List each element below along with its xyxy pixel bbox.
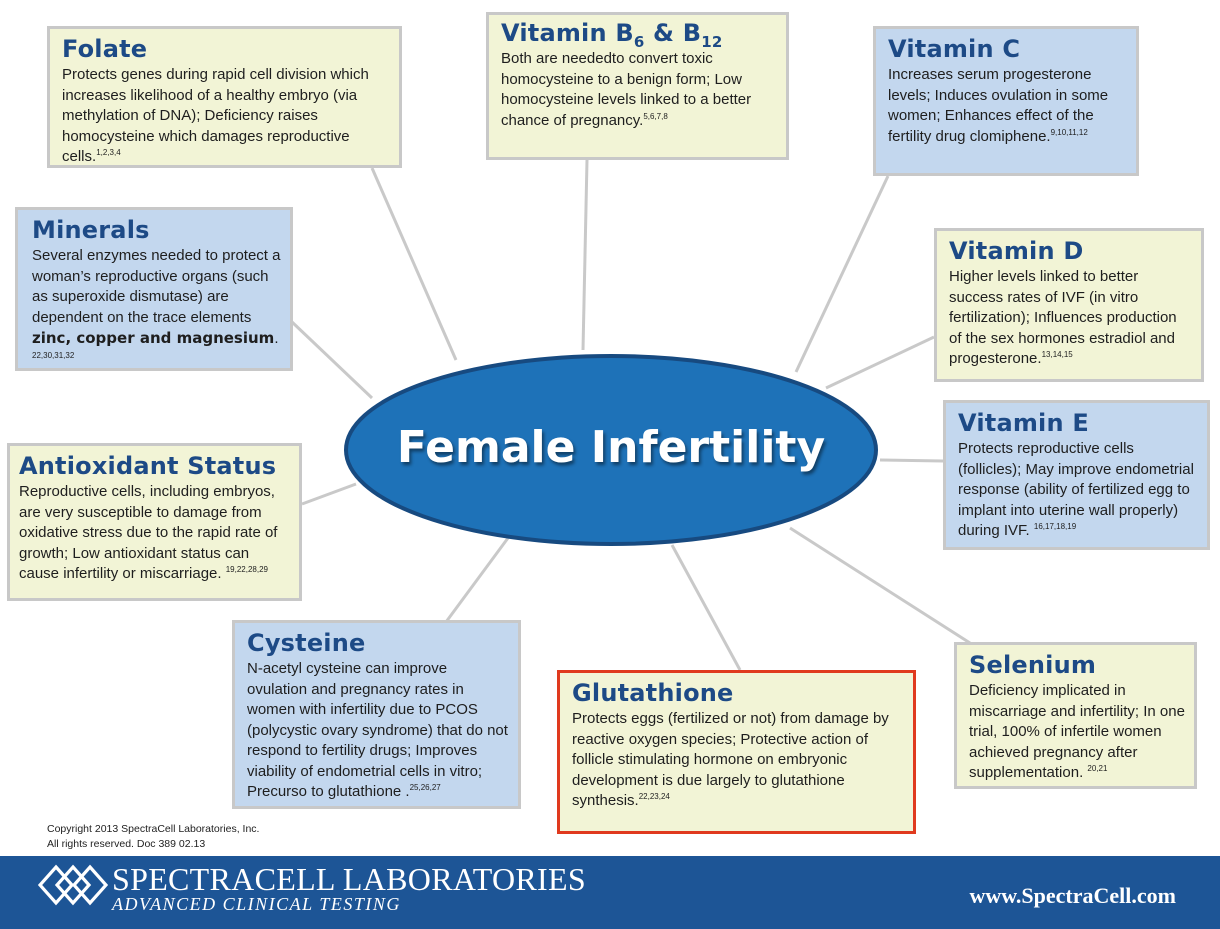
glutathione-text: Protects eggs (fertilized or not) from d… [572, 710, 889, 809]
minerals-text: Several enzymes needed to protect a woma… [32, 247, 281, 360]
connector-vitamin-d [825, 335, 935, 390]
cysteine-text: N-acetyl cysteine can improve ovulation … [247, 660, 508, 800]
connector-folate [370, 167, 458, 361]
website-link[interactable]: www.SpectraCell.com [969, 883, 1176, 908]
minerals-refs: 22,30,31,32 [32, 350, 75, 360]
brand-name: SPECTRACELL LABORATORIES [112, 861, 586, 897]
connector-vitamin-b [581, 159, 589, 351]
connector-vitamin-c [794, 175, 890, 373]
vitamin-d-box: Vitamin D Higher levels linked to better… [934, 228, 1204, 382]
vitamin-b-text: Both are neededto convert toxic homocyst… [501, 50, 752, 129]
vitamin-d-refs: 13,14,15 [1041, 350, 1073, 359]
spectracell-logo-icon [38, 864, 108, 906]
minerals-title: Minerals [32, 216, 150, 244]
connector-vitamin-e [879, 458, 944, 463]
copyright-line-1: Copyright 2013 SpectraCell Laboratories,… [47, 823, 260, 835]
vitamin-d-text: Higher levels linked to better success r… [949, 268, 1177, 367]
selenium-box: Selenium Deficiency implicated in miscar… [954, 642, 1197, 789]
center-title: Female Infertility [396, 422, 826, 473]
vitamin-b-refs: 5,6,7,8 [643, 111, 668, 121]
copyright-line-2: All rights reserved. Doc 389 02.13 [47, 838, 206, 850]
folate-refs: 1,2,3,4 [96, 148, 121, 157]
vitamin-e-refs: 16,17,18,19 [1033, 522, 1077, 531]
folate-title: Folate [62, 35, 148, 63]
glutathione-box: Glutathione Protects eggs (fertilized or… [557, 670, 916, 834]
antioxidant-text: Reproductive cells, including embryos, a… [19, 483, 278, 582]
glutathione-title: Glutathione [572, 679, 734, 707]
vitamin-c-box: Vitamin C Increases serum progesterone l… [873, 26, 1139, 176]
connector-minerals [290, 320, 374, 400]
brand-tagline: ADVANCED CLINICAL TESTING [112, 894, 401, 914]
cysteine-box: Cysteine N-acetyl cysteine can improve o… [232, 620, 521, 809]
connector-selenium [789, 526, 971, 645]
connector-antioxidant [301, 482, 357, 506]
minerals-bold: zinc, copper and magnesium [32, 329, 275, 347]
antioxidant-box: Antioxidant Status Reproductive cells, i… [7, 443, 302, 601]
selenium-title: Selenium [969, 651, 1097, 679]
antioxidant-refs: 19,22,28,29 [225, 565, 268, 574]
vitamin-d-title: Vitamin D [949, 237, 1084, 265]
cysteine-title: Cysteine [247, 629, 366, 657]
center-ellipse [344, 354, 878, 546]
vitamin-b-box: Vitamin B6 & B12 Both are neededto conve… [486, 12, 789, 160]
folate-box: Folate Protects genes during rapid cell … [47, 26, 402, 168]
folate-text: Protects genes during rapid cell divisio… [62, 66, 369, 165]
vitamin-b-title: Vitamin B6 & B12 [501, 19, 723, 51]
copyright-notice: Copyright 2013 SpectraCell Laboratories,… [47, 822, 259, 852]
connector-glutathione [670, 544, 742, 671]
vitamin-e-text: Protects reproductive cells (follicles);… [958, 440, 1194, 539]
connector-cysteine [444, 537, 510, 623]
selenium-refs: 20,21 [1087, 764, 1108, 773]
cysteine-refs: 25,26,27 [409, 783, 441, 792]
glutathione-refs: 22,23,24 [638, 792, 670, 801]
vitamin-c-refs: 9,10,11,12 [1050, 127, 1088, 137]
footer-bar: SPECTRACELL LABORATORIES ADVANCED CLINIC… [0, 856, 1220, 929]
vitamin-e-title: Vitamin E [958, 409, 1089, 437]
vitamin-c-text: Increases serum progesterone levels; Ind… [888, 66, 1109, 145]
vitamin-e-box: Vitamin E Protects reproductive cells (f… [943, 400, 1210, 550]
vitamin-c-title: Vitamin C [888, 35, 1021, 63]
minerals-box: Minerals Several enzymes needed to prote… [15, 207, 293, 371]
selenium-text: Deficiency implicated in miscarriage and… [969, 682, 1185, 781]
antioxidant-title: Antioxidant Status [19, 452, 277, 480]
